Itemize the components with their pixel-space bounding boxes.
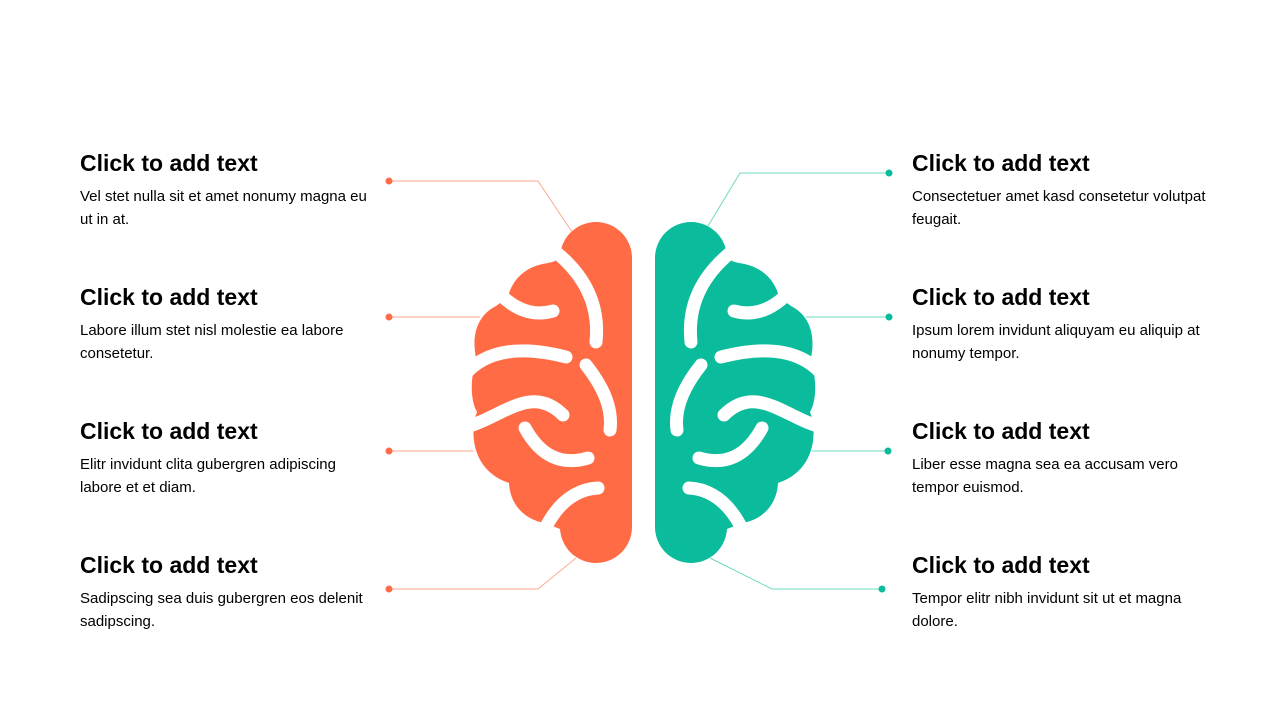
item-body: Liber esse magna sea ea accusam vero tem… <box>912 456 1178 496</box>
left-item-2[interactable]: Click to add text Labore illum stet nisl… <box>80 283 380 365</box>
right-connectors <box>707 172 889 590</box>
left-item-1[interactable]: Click to add text Vel stet nulla sit et … <box>80 149 380 231</box>
item-title: Click to add text <box>80 552 258 578</box>
item-title: Click to add text <box>912 150 1090 176</box>
right-item-2[interactable]: Click to add text Ipsum lorem invidunt a… <box>912 283 1212 365</box>
item-title: Click to add text <box>912 284 1090 310</box>
item-body: Vel stet nulla sit et amet nonumy magna … <box>80 188 367 228</box>
item-title: Click to add text <box>80 284 258 310</box>
item-title: Click to add text <box>80 150 258 176</box>
left-hemisphere <box>462 222 632 563</box>
right-hemisphere <box>655 222 825 563</box>
right-connector-dots <box>878 169 893 593</box>
item-title: Click to add text <box>80 418 258 444</box>
left-item-3[interactable]: Click to add text Elitr invidunt clita g… <box>80 417 380 499</box>
item-body: Sadipscing sea duis gubergren eos deleni… <box>80 590 363 630</box>
item-body: Consectetuer amet kasd consetetur volutp… <box>912 188 1206 228</box>
item-body: Elitr invidunt clita gubergren adipiscin… <box>80 456 336 496</box>
item-body: Ipsum lorem invidunt aliquyam eu aliquip… <box>912 322 1200 362</box>
item-body: Labore illum stet nisl molestie ea labor… <box>80 322 344 362</box>
item-body: Tempor elitr nibh invidunt sit ut et mag… <box>912 590 1182 630</box>
item-title: Click to add text <box>912 552 1090 578</box>
right-item-3[interactable]: Click to add text Liber esse magna sea e… <box>912 417 1212 499</box>
left-item-4[interactable]: Click to add text Sadipscing sea duis gu… <box>80 551 380 633</box>
left-connectors <box>389 180 577 590</box>
right-item-1[interactable]: Click to add text Consectetuer amet kasd… <box>912 149 1212 231</box>
item-title: Click to add text <box>912 418 1090 444</box>
left-connector-dots <box>385 177 393 593</box>
right-item-4[interactable]: Click to add text Tempor elitr nibh invi… <box>912 551 1212 633</box>
